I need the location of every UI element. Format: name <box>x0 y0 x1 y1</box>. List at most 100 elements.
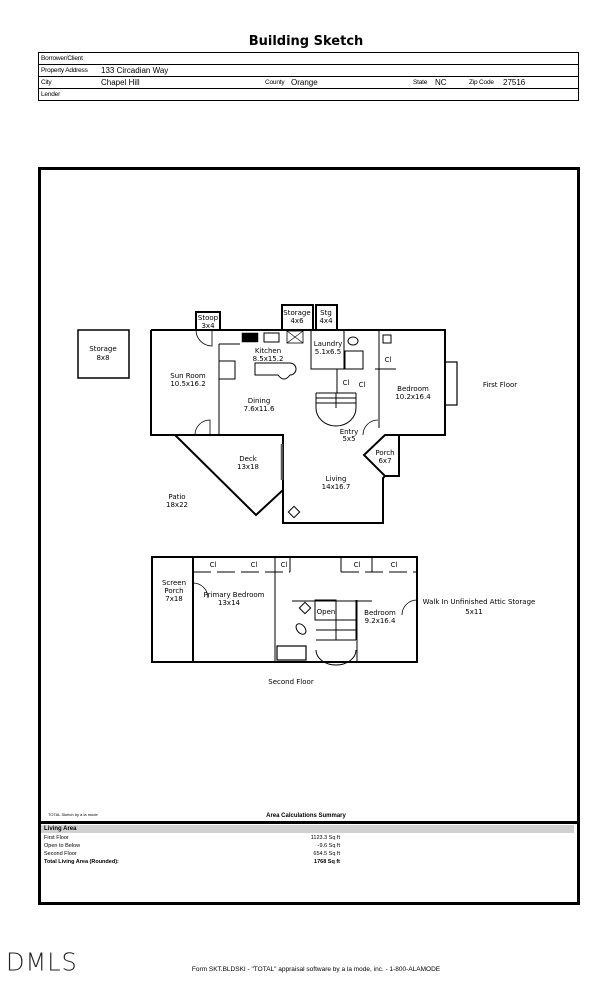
summary-title: Area Calculations Summary <box>266 813 346 819</box>
county-label: County <box>265 79 285 86</box>
closet-label: Cl <box>385 356 392 364</box>
detached-storage-outline <box>77 329 130 379</box>
first-floor-plan <box>77 304 458 524</box>
form-footer: Form SKT.BLDSKI - "TOTAL" appraisal soft… <box>191 966 441 973</box>
room-size: 14x16.7 <box>322 483 351 491</box>
stairs-second <box>316 600 357 641</box>
closet-label: Cl <box>251 561 258 569</box>
room-label: Kitchen <box>255 347 281 355</box>
bath-sink-icon <box>382 334 392 344</box>
kitchen-cabinet <box>218 360 236 380</box>
borrower-row: Borrower/Client <box>39 53 578 65</box>
address-row: Property Address 133 Circadian Way <box>39 65 578 77</box>
summary-row-label: Second Floor <box>44 851 77 857</box>
laundry-sink <box>344 350 364 370</box>
county-value: Orange <box>291 78 318 87</box>
summary-row-value: 654.5 Sq ft <box>313 851 340 857</box>
state-value: NC <box>435 78 447 87</box>
deck-outline <box>172 434 284 517</box>
room-label: Stg <box>320 309 332 317</box>
lender-row: Lender <box>39 89 578 100</box>
room-size: 6x7 <box>378 457 391 465</box>
room-label: Living <box>326 475 347 483</box>
room-label: Sun Room <box>170 372 206 380</box>
room-size: 10.2x16.4 <box>395 393 431 401</box>
room-label: Laundry <box>314 340 343 348</box>
room-size: 13x14 <box>218 599 241 607</box>
property-info-table: Borrower/Client Property Address 133 Cir… <box>38 52 579 101</box>
room-size: 4x4 <box>319 317 333 325</box>
summary-divider <box>38 821 577 824</box>
house-outline <box>150 329 446 524</box>
room-size: 3x4 <box>201 322 215 330</box>
fireplace-icon <box>287 505 301 519</box>
room-label: Open <box>317 608 336 616</box>
city-value: Chapel Hill <box>101 78 140 87</box>
state-label: State <box>413 79 428 86</box>
room-label: Patio <box>168 493 185 501</box>
second-floor-label: Second Floor <box>268 678 314 686</box>
sketch-credit: TOTAL Sketch by a la mode <box>48 812 98 817</box>
bay-window <box>444 361 458 406</box>
room-size: 7x18 <box>165 595 183 603</box>
second-floor-plan <box>151 556 418 666</box>
city-label: City <box>41 79 52 86</box>
address-value: 133 Circadian Way <box>101 66 169 75</box>
zip-value: 27516 <box>503 78 526 87</box>
room-size: 13x18 <box>237 463 259 471</box>
bathtub-icon <box>276 645 307 661</box>
room-label: Entry <box>340 428 359 436</box>
room-size: 8.5x15.2 <box>253 355 284 363</box>
stove-icon <box>241 332 259 343</box>
room-size: 5.1x6.5 <box>315 348 341 356</box>
room-label: Storage <box>283 309 310 317</box>
total-value: 1768 Sq ft <box>314 859 340 865</box>
room-size: 18x22 <box>166 501 188 509</box>
kitchen-island <box>254 362 297 380</box>
fridge-icon <box>286 330 304 344</box>
city-row: City Chapel Hill County Orange State NC … <box>39 77 578 89</box>
living-area-header: Living Area <box>41 825 574 833</box>
total-label: Total Living Area (Rounded): <box>44 859 119 865</box>
first-floor-label: First Floor <box>483 381 517 389</box>
room-size: 8x8 <box>96 354 109 362</box>
sketch-frame <box>38 167 580 905</box>
dmls-logo: DMLS <box>6 947 78 977</box>
second-floor-outline <box>151 556 418 663</box>
room-size: 5x5 <box>342 435 355 443</box>
page-title: Building Sketch <box>248 34 364 49</box>
lender-label: Lender <box>41 91 61 98</box>
room-size: 10.5x16.2 <box>170 380 205 388</box>
room-size: 5x11 <box>465 608 483 616</box>
sink-icon-2 <box>298 601 312 615</box>
room-label: Dining <box>248 397 271 405</box>
room-label: Screen <box>162 579 186 587</box>
room-label: Deck <box>239 455 258 463</box>
closet-label: Cl <box>354 561 361 569</box>
address-label: Property Address <box>41 67 88 74</box>
closet-label: Cl <box>210 561 217 569</box>
room-label: Stoop <box>198 314 219 322</box>
closet-label: Cl <box>391 561 398 569</box>
closet-label: Cl <box>343 379 350 387</box>
room-label: Storage <box>89 345 116 353</box>
summary-row-value: 1123.3 Sq ft <box>310 835 340 841</box>
summary-row-label: First Floor <box>44 835 69 841</box>
room-label: Bedroom <box>364 609 396 617</box>
room-label: Bedroom <box>397 385 429 393</box>
room-label: Walk In Unfinished Attic Storage <box>423 598 536 606</box>
room-labels: Storage 8x8 Stoop 3x4 Storage 4x6 Stg 4x… <box>89 309 535 686</box>
room-label: Primary Bedroom <box>204 591 265 599</box>
room-size: 9.2x16.4 <box>365 617 396 625</box>
borrower-label: Borrower/Client <box>41 55 83 62</box>
room-size: 7.6x11.6 <box>244 405 275 413</box>
closet-label: Cl <box>359 381 366 389</box>
closet-label: Cl <box>281 561 288 569</box>
laundry-walls <box>310 330 345 370</box>
summary-row-label: Open to Below <box>44 843 81 849</box>
toilet-icon <box>347 336 359 346</box>
room-label: Porch <box>164 587 183 595</box>
door-swing <box>195 329 213 347</box>
sink-icon <box>263 332 280 343</box>
